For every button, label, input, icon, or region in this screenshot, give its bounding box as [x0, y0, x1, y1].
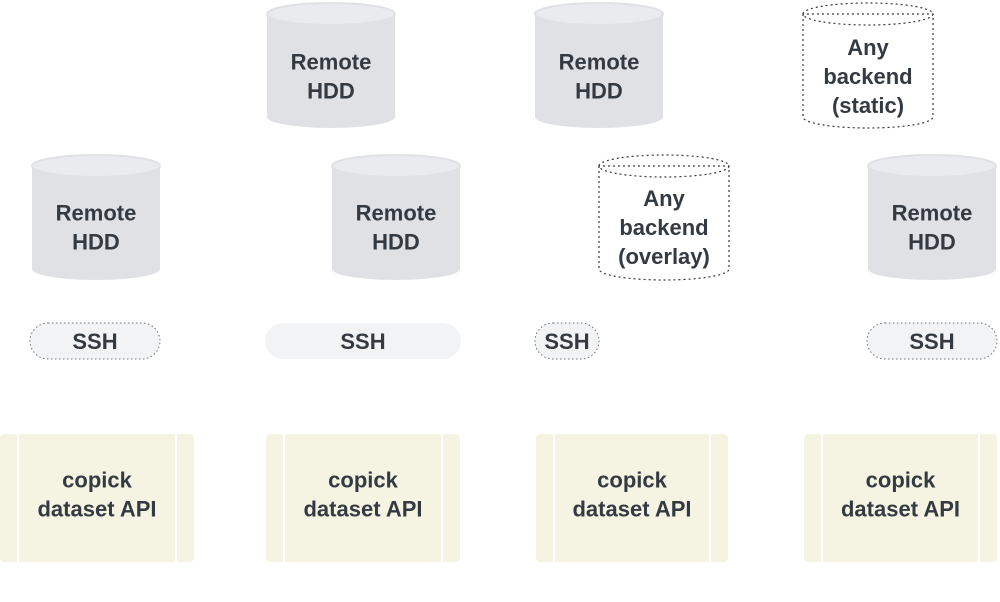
ssh-pill: [29, 322, 161, 360]
any-backend-cylinder: Any backend (static): [802, 2, 934, 129]
api-box-body: [804, 434, 997, 562]
top-storage-lid: [802, 2, 934, 26]
middle-storage-lid: [31, 154, 161, 178]
storage-label: HDD: [908, 230, 956, 255]
ssh-connector: SSH: [534, 322, 600, 360]
ssh-connector: SSH: [265, 323, 461, 359]
storage-label: HDD: [72, 230, 120, 255]
storage-label: HDD: [372, 230, 420, 255]
storage-label: (overlay): [618, 244, 710, 269]
ssh-label: SSH: [544, 329, 589, 354]
api-label: copick: [328, 468, 398, 493]
storage-label: Any: [643, 186, 685, 211]
storage-label: backend: [823, 64, 912, 89]
ssh-pill: [265, 323, 461, 359]
api-label: dataset API: [303, 497, 422, 522]
ssh-label: SSH: [909, 329, 954, 354]
ssh-label: SSH: [72, 329, 117, 354]
middle-storage-body: [598, 165, 730, 281]
top-storage-body: [267, 14, 395, 128]
ssh-pill: [534, 322, 600, 360]
storage-label: HDD: [575, 79, 623, 104]
ssh-label: SSH: [340, 329, 385, 354]
top-storage-lid: [534, 2, 664, 26]
top-storage-body: [535, 14, 663, 128]
middle-storage-lid: [598, 154, 730, 178]
storage-label: backend: [619, 215, 708, 240]
ssh-connector: SSH: [29, 322, 161, 360]
middle-storage-lid: [331, 154, 461, 178]
top-storage-lid: [266, 2, 396, 26]
storage-label: Remote: [356, 201, 437, 226]
copick-dataset-api-box: copick dataset API: [536, 434, 728, 562]
api-label: copick: [866, 468, 936, 493]
storage-label: HDD: [307, 79, 355, 104]
api-box-body: [536, 434, 728, 562]
copick-dataset-api-box: copick dataset API: [804, 434, 997, 562]
storage-label: (static): [832, 93, 904, 118]
any-backend-cylinder: Any backend (overlay): [598, 154, 730, 281]
storage-label: Remote: [559, 50, 640, 75]
api-label: copick: [597, 468, 667, 493]
ssh-connector: SSH: [866, 322, 998, 360]
middle-storage-body: [32, 166, 160, 280]
copick-dataset-api-box: copick dataset API: [0, 434, 194, 562]
middle-storage-body: [332, 166, 460, 280]
copick-dataset-api-box: copick dataset API: [266, 434, 460, 562]
middle-storage-lid: [867, 154, 997, 178]
middle-storage-body: [868, 166, 996, 280]
storage-label: Remote: [892, 201, 973, 226]
api-label: dataset API: [37, 497, 156, 522]
api-label: copick: [62, 468, 132, 493]
api-box-body: [266, 434, 460, 562]
top-storage-body: [802, 13, 934, 129]
api-box-body: [0, 434, 194, 562]
storage-label: Remote: [56, 201, 137, 226]
api-label: dataset API: [572, 497, 691, 522]
ssh-pill: [866, 322, 998, 360]
storage-label: Any: [847, 35, 889, 60]
storage-label: Remote: [291, 50, 372, 75]
api-label: dataset API: [841, 497, 960, 522]
